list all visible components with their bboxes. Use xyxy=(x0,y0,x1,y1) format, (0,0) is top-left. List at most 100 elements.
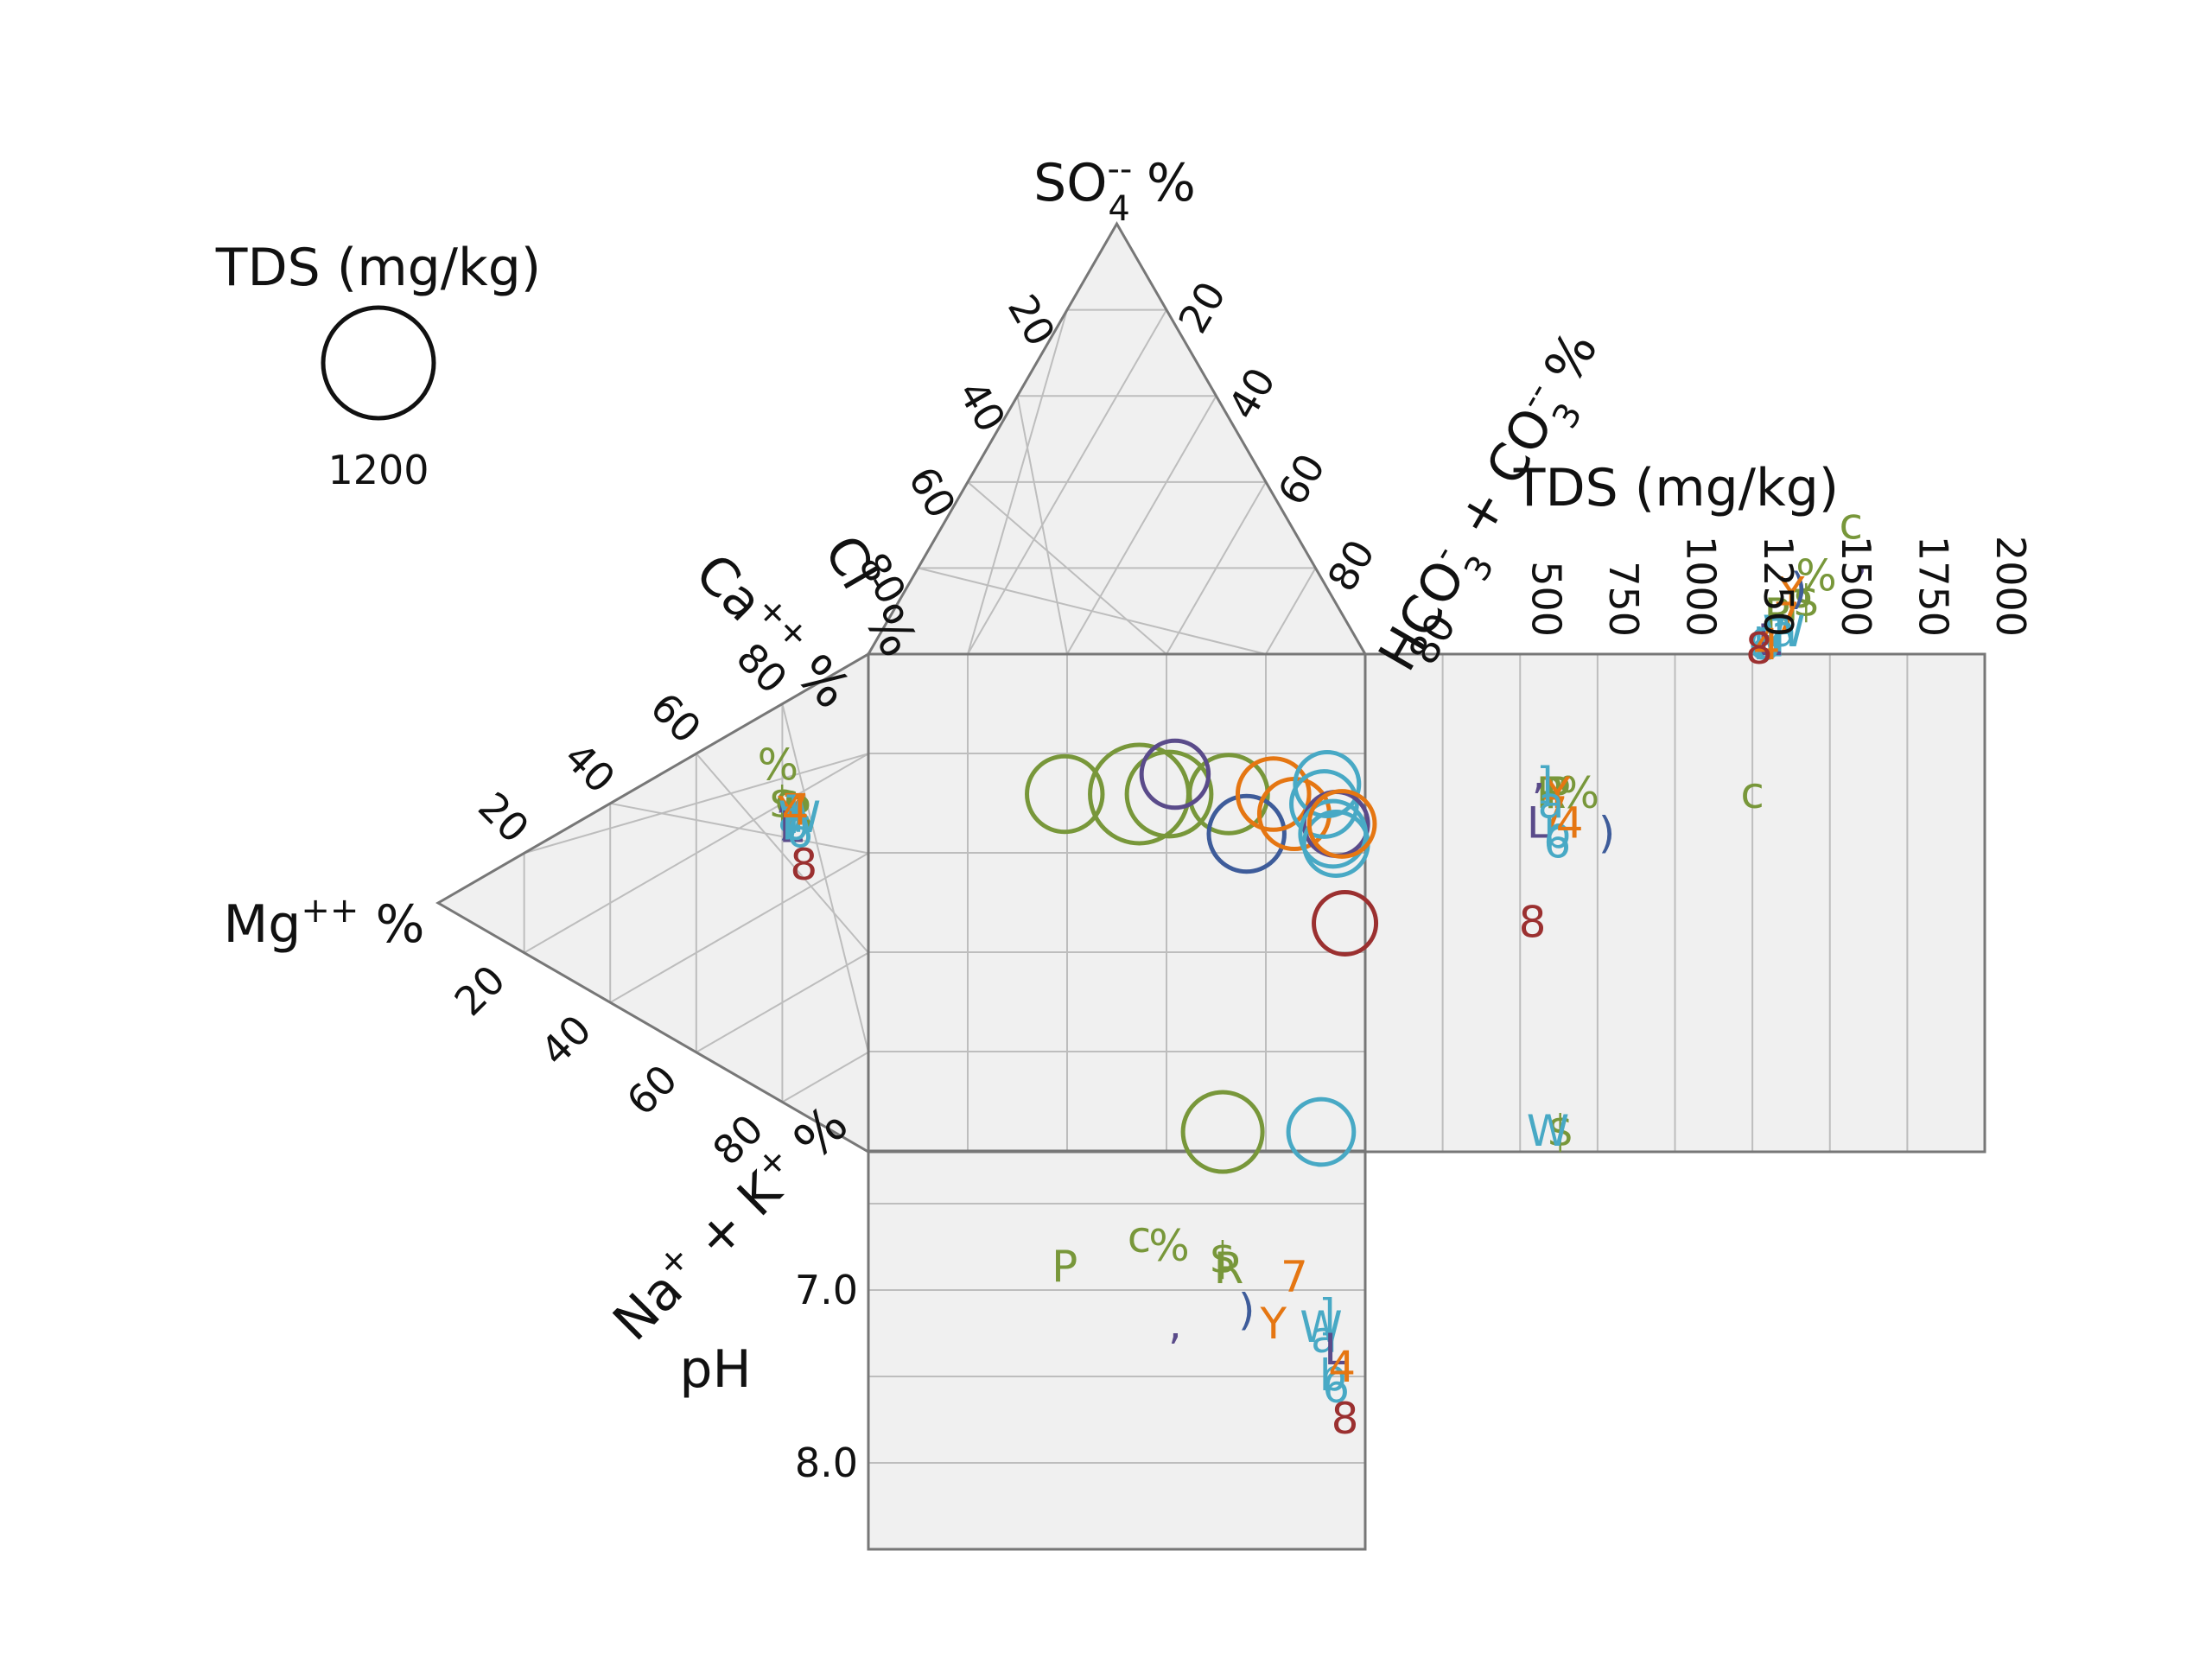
anion-sample-marker: c xyxy=(1840,499,1864,550)
anion-sample-marker: ) xyxy=(1790,563,1808,613)
tds-sample-marker: % xyxy=(1559,768,1600,818)
tds-tick-label: 500 xyxy=(1522,561,1569,637)
tds-circle xyxy=(1206,793,1287,874)
cation-sample-marker: a xyxy=(778,792,804,842)
ca-tick-label: 60 xyxy=(641,683,710,753)
tds-circles xyxy=(1025,738,1379,1174)
cation-sample-marker: 6 xyxy=(785,807,813,857)
ph-sample-marker: 8 xyxy=(1332,1394,1359,1444)
tds-sample-marker: 8 xyxy=(1519,898,1547,948)
ph-tick-label: 7.0 xyxy=(795,1267,858,1313)
tds-circle xyxy=(1139,738,1211,810)
cation-grid-line xyxy=(696,753,869,954)
cation-sample-marker: ) xyxy=(779,795,796,845)
tds-sample-marker: L xyxy=(1527,798,1551,849)
ph-sample-marker: ] xyxy=(1319,1290,1336,1340)
tds-sample-marker: $ xyxy=(1547,1106,1574,1156)
tds-tick-label: 750 xyxy=(1600,561,1647,637)
anion-grid-line xyxy=(1016,396,1068,655)
ph-sample-marker: b xyxy=(1319,1351,1347,1401)
tds-sample-marker: Y xyxy=(1543,768,1571,818)
ph-sample-marker: c xyxy=(1128,1212,1152,1262)
anion-sample-marker: 7 xyxy=(1773,594,1801,644)
anion-sample-marker: L xyxy=(1757,615,1781,665)
nak-tick-label: 20 xyxy=(446,956,515,1025)
tds-circle xyxy=(1025,753,1105,835)
cation-sample-marker: 8 xyxy=(790,840,817,890)
anion-sample-marker: b xyxy=(1753,620,1781,670)
anion-grid-line xyxy=(1166,481,1267,655)
tds-tick-label: 1250 xyxy=(1755,536,1802,637)
nak-tick-label: 40 xyxy=(531,1006,601,1075)
ph-sample-marker: R xyxy=(1214,1243,1244,1294)
ph-panel xyxy=(868,1152,1365,1549)
anion-sample-marker: ] xyxy=(1768,611,1785,661)
anion-grid-line xyxy=(1265,567,1317,655)
cation-sample-marker: , xyxy=(775,767,789,817)
ph-sample-marker: 6 xyxy=(1322,1363,1350,1413)
cation-grid-line xyxy=(781,1051,869,1103)
legend-title: TDS (mg/kg) xyxy=(215,238,541,298)
anion-sample-marker: , xyxy=(1854,533,1868,583)
cation-sample-marker: W xyxy=(779,792,821,842)
cation-sample-marker: Y xyxy=(777,787,804,837)
anion-sample-marker: 4 xyxy=(1753,620,1781,670)
ph-sample-marker: % xyxy=(1148,1221,1190,1271)
diamond-square-panel xyxy=(868,654,1365,1151)
tds-circle xyxy=(1293,750,1362,818)
anion-sample-marker: a xyxy=(1770,607,1797,657)
cation-sample-marker: R xyxy=(785,787,815,837)
tds-frame xyxy=(1363,652,1986,1154)
tds-circle xyxy=(1180,1090,1265,1174)
anion-sample-marker: 8 xyxy=(1745,624,1773,674)
ph-sample-marker: $ xyxy=(1209,1233,1236,1283)
tds-circle xyxy=(1124,749,1214,839)
cation-grid-line xyxy=(696,951,869,1053)
legend-circle xyxy=(321,305,436,421)
anion-sample-marker: R xyxy=(1764,589,1795,639)
tds-circle xyxy=(1312,889,1379,957)
anion-sample-marker: W xyxy=(1763,607,1805,657)
tds-sample-marker: 4 xyxy=(1556,798,1584,849)
tds-tick-label: 1000 xyxy=(1678,536,1725,637)
tds-tick-label: 1500 xyxy=(1833,536,1879,637)
cation-triangle-panel xyxy=(438,654,868,1152)
ph-sample-marker: ) xyxy=(1238,1285,1255,1335)
tds-sample-marker: 6 xyxy=(1543,818,1571,868)
tds-sample-marker: R xyxy=(1536,768,1567,818)
cation-sample-marker: 7 xyxy=(781,785,809,835)
ph-sample-marker: Y xyxy=(1259,1299,1287,1349)
ph-frame xyxy=(867,1150,1367,1551)
tds-axis-label: TDS (mg/kg) xyxy=(1513,458,1839,518)
anion-grid-line xyxy=(967,481,1167,655)
anion-sample-marker: $ xyxy=(1793,576,1821,626)
cation-sample-marker: 4 xyxy=(781,785,809,835)
cation-grid-line xyxy=(781,703,869,1053)
ca-tick-label: 40 xyxy=(556,734,625,803)
mg-axis-label: Mg++ % xyxy=(224,891,425,955)
cation-sample-marker: L xyxy=(779,803,803,853)
tds-circle xyxy=(1286,1096,1357,1167)
anion-sample-marker: P xyxy=(1786,581,1812,631)
tds-sample-marker: c xyxy=(1740,768,1764,818)
anion-sample-marker: Y xyxy=(1777,568,1805,618)
so4-axis-label: SO--4 % xyxy=(1033,149,1196,229)
tds-sample-marker: W xyxy=(1527,1106,1569,1156)
anion-sample-marker: 6 xyxy=(1748,620,1776,670)
ph-sample-marker: a xyxy=(1311,1313,1338,1363)
ph-sample-marker: P xyxy=(1052,1242,1077,1292)
cation-sample-marker: b xyxy=(781,800,809,850)
grid-lines xyxy=(523,308,1909,1464)
ph-tick-label: 8.0 xyxy=(795,1440,858,1486)
tds-sample-marker: ) xyxy=(1599,808,1616,858)
tds-circle xyxy=(1289,769,1359,839)
cation-sample-marker: $ xyxy=(769,778,797,828)
ca-tick-label: 20 xyxy=(469,783,538,852)
anion-sample-marker: % xyxy=(1796,550,1837,601)
tds-tick-label: 2000 xyxy=(1987,536,2034,637)
tds-tick-label: 1750 xyxy=(1910,536,1956,637)
cation-sample-marker: c xyxy=(775,775,799,825)
ph-sample-marker: 7 xyxy=(1281,1252,1308,1302)
